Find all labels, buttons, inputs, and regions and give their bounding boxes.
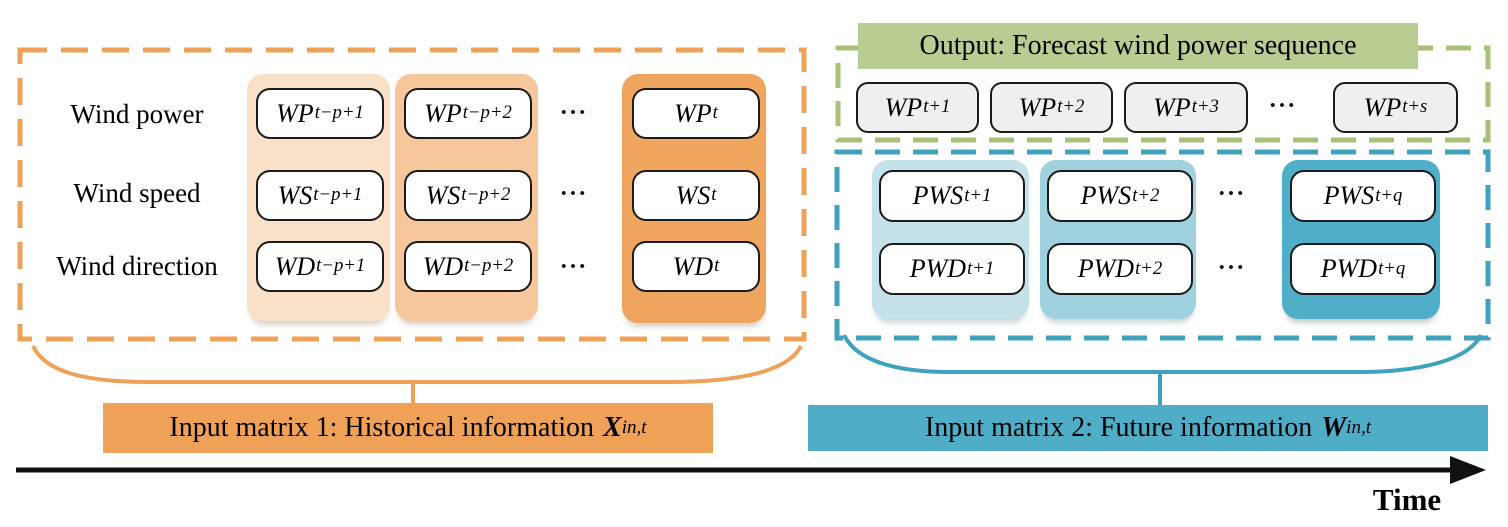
output-ellipsis: ••• xyxy=(1270,98,1298,114)
future-ellipsis-row2: ••• xyxy=(1219,260,1247,276)
matrix-variable-x: X xyxy=(603,412,622,443)
historical-ellipsis-row3: ••• xyxy=(561,259,589,275)
future-ellipsis-row1: ••• xyxy=(1219,186,1247,202)
historical-ellipsis-row1: ••• xyxy=(561,105,589,121)
future-matrix-dashed-border xyxy=(834,149,1491,341)
historical-matrix-dashed-border xyxy=(17,47,807,342)
historical-ellipsis-row2: ••• xyxy=(561,186,589,202)
time-axis-arrowhead-icon xyxy=(1450,456,1486,484)
output-sequence-title: Output: Forecast wind power sequence xyxy=(858,23,1418,69)
row-label-wind-direction: Wind direction xyxy=(56,250,218,281)
time-axis-label: Time xyxy=(1372,482,1442,517)
historical-matrix-brace xyxy=(31,344,803,384)
row-label-wind-speed: Wind speed xyxy=(73,177,201,208)
matrix-variable-w: W xyxy=(1321,412,1347,443)
row-label-wind-power: Wind power xyxy=(70,98,204,129)
future-matrix-brace xyxy=(842,333,1483,374)
